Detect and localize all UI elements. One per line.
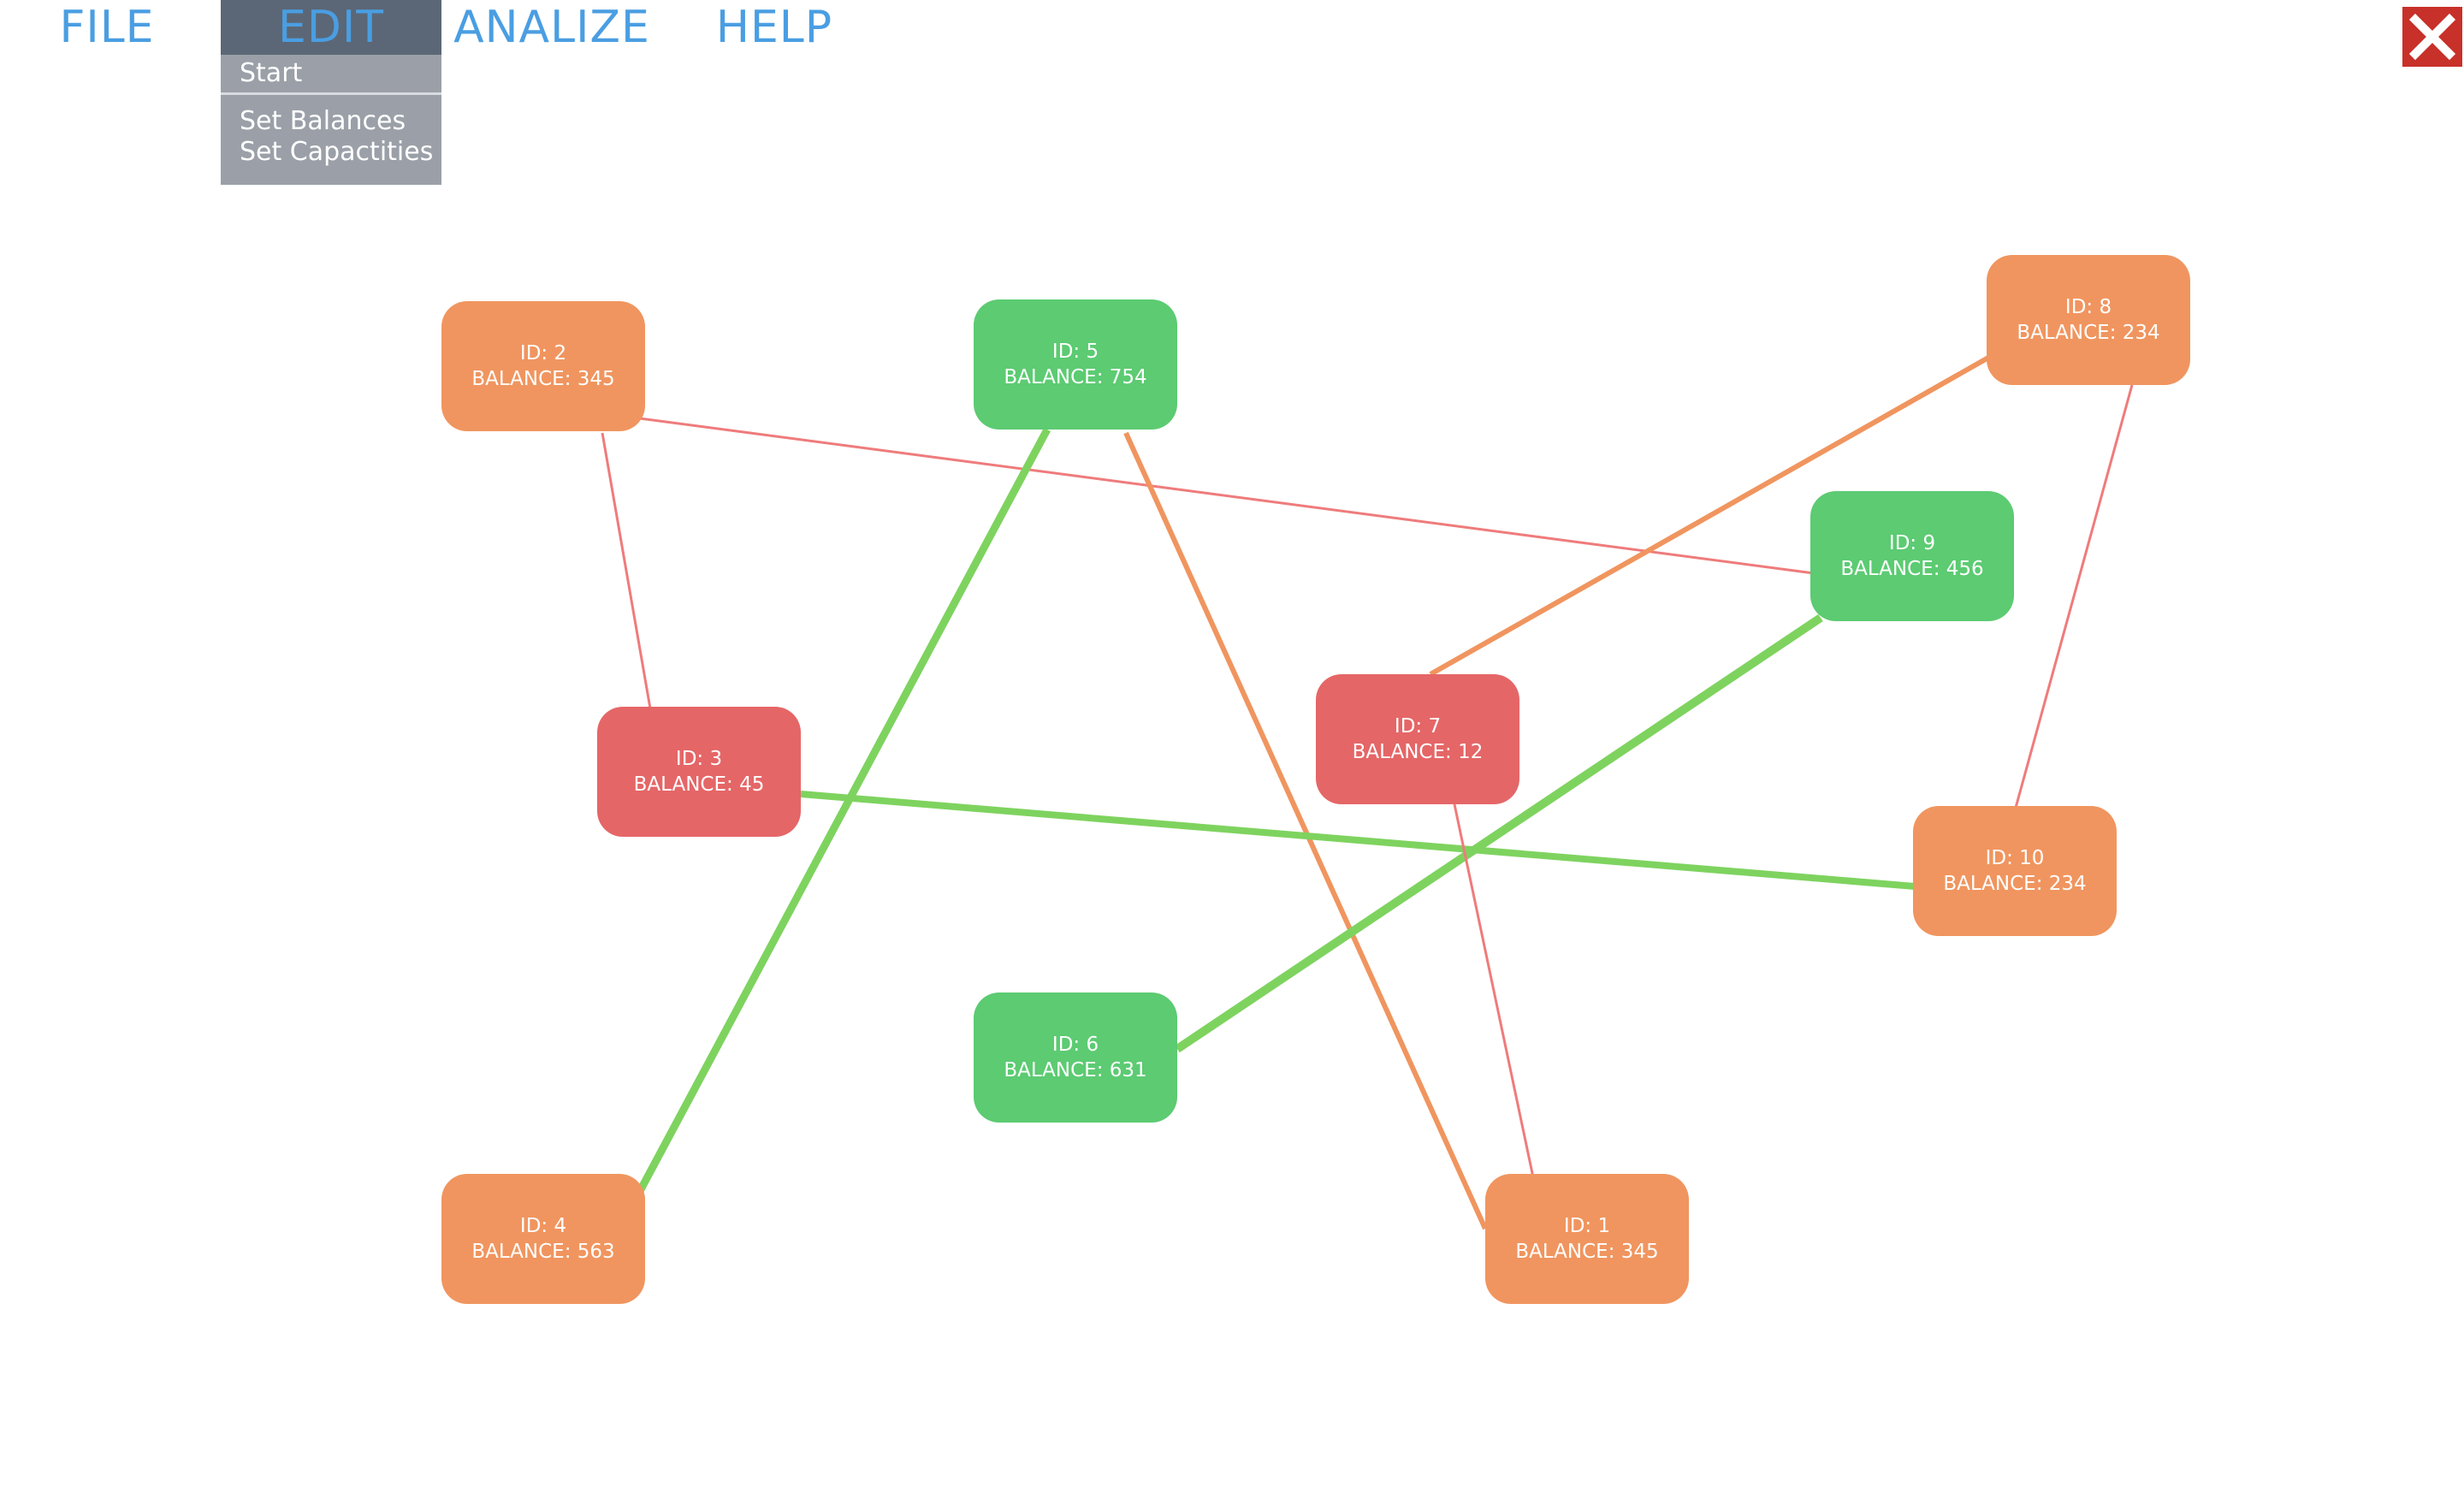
edge-7-1 (1453, 803, 1535, 1178)
node-id-label: ID: 9 (1888, 532, 1936, 554)
node-balance-label: BALANCE: 456 (1840, 558, 1984, 580)
node-7[interactable]: ID: 7 BALANCE: 12 (1316, 674, 1519, 804)
node-id-label: ID: 7 (1394, 715, 1442, 738)
menu-edit[interactable]: EDIT (221, 0, 441, 55)
node-id-label: ID: 1 (1563, 1215, 1611, 1237)
menu-analize[interactable]: ANALIZE (453, 2, 650, 53)
node-6[interactable]: ID: 6 BALANCE: 631 (974, 993, 1177, 1123)
edge-3-10 (800, 791, 1916, 890)
close-icon (2408, 13, 2456, 61)
close-button[interactable] (2402, 7, 2462, 67)
node-id-label: ID: 5 (1051, 341, 1099, 363)
edge-2-3 (601, 432, 652, 709)
node-id-label: ID: 3 (675, 748, 723, 770)
node-balance-label: BALANCE: 345 (471, 368, 615, 390)
edge-5-1 (1123, 431, 1488, 1230)
node-5[interactable]: ID: 5 BALANCE: 754 (974, 299, 1177, 430)
node-2[interactable]: ID: 2 BALANCE: 345 (441, 301, 645, 431)
node-1[interactable]: ID: 1 BALANCE: 345 (1485, 1174, 1689, 1304)
edit-dropdown: Start Set Balances Set Capactities (221, 55, 441, 185)
node-id-label: ID: 10 (1985, 847, 2045, 869)
node-balance-label: BALANCE: 563 (471, 1241, 615, 1263)
node-10[interactable]: ID: 10 BALANCE: 234 (1913, 806, 2117, 936)
node-balance-label: BALANCE: 12 (1352, 741, 1484, 763)
node-balance-label: BALANCE: 754 (1004, 366, 1147, 388)
menu-help[interactable]: HELP (715, 2, 833, 53)
node-balance-label: BALANCE: 234 (1943, 873, 2087, 895)
edge-8-10 (2014, 384, 2134, 809)
menu-item-set-balances[interactable]: Set Balances (240, 106, 406, 136)
menu-bar: FILE EDIT ANALIZE HELP (0, 0, 941, 55)
node-balance-label: BALANCE: 234 (2017, 322, 2160, 344)
menu-item-set-capacities[interactable]: Set Capactities (240, 137, 434, 167)
node-id-label: ID: 6 (1051, 1034, 1099, 1056)
node-balance-label: BALANCE: 345 (1515, 1241, 1659, 1263)
node-balance-label: BALANCE: 45 (633, 773, 765, 796)
edge-2-9 (632, 416, 1815, 575)
menu-item-start[interactable]: Start (240, 58, 303, 88)
dropdown-divider (221, 92, 441, 95)
menu-file[interactable]: FILE (59, 2, 155, 53)
node-9[interactable]: ID: 9 BALANCE: 456 (1810, 491, 2014, 621)
node-3[interactable]: ID: 3 BALANCE: 45 (597, 707, 801, 837)
node-4[interactable]: ID: 4 BALANCE: 563 (441, 1174, 645, 1304)
node-id-label: ID: 2 (519, 342, 567, 364)
node-8[interactable]: ID: 8 BALANCE: 234 (1987, 255, 2190, 385)
node-balance-label: BALANCE: 631 (1004, 1059, 1147, 1081)
node-id-label: ID: 4 (519, 1215, 567, 1237)
node-id-label: ID: 8 (2064, 296, 2112, 318)
